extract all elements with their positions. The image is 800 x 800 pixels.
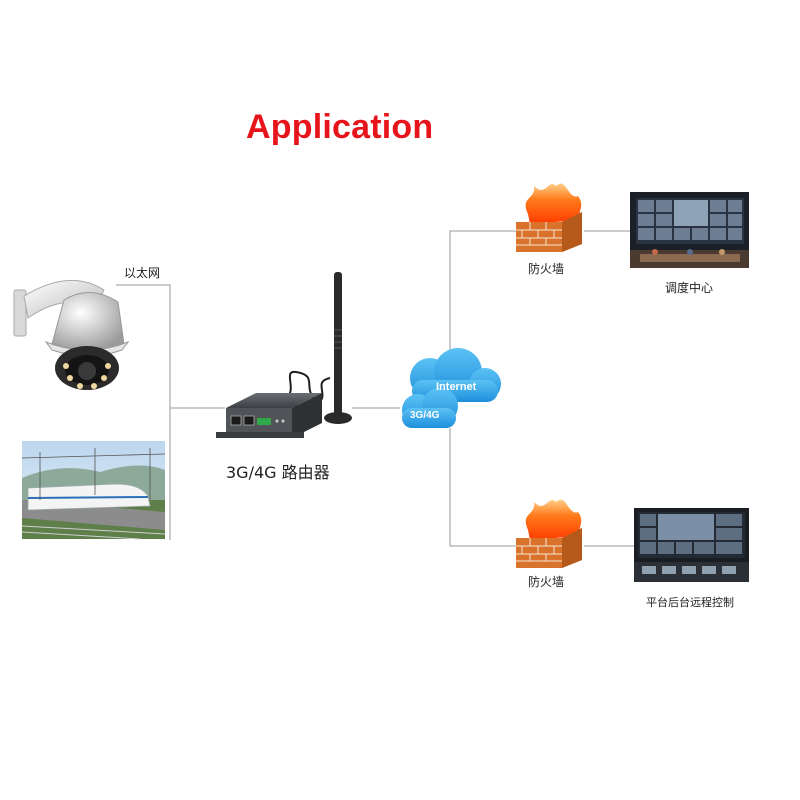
cloud-icon: Internet 3G/4G — [402, 348, 501, 428]
firewall-icon — [516, 184, 582, 252]
ptz-camera-icon — [14, 280, 128, 390]
cloud-network-label: 3G/4G — [410, 410, 440, 421]
firewall-icon — [516, 500, 582, 568]
router-icon — [216, 393, 322, 438]
connection-lines — [116, 231, 634, 546]
monitor-wall-icon — [630, 192, 749, 268]
cloud-to-bottom-firewall-line — [450, 428, 516, 546]
monitor-wall-icon — [634, 508, 749, 582]
cloud-internet-label: Internet — [436, 381, 477, 393]
train-photo — [22, 441, 165, 539]
